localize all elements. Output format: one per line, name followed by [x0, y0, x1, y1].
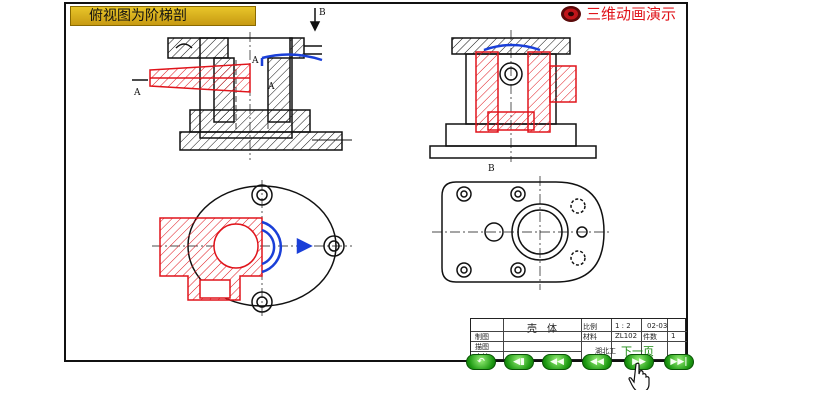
quantity-value: 1 — [671, 332, 676, 340]
school-name: 湖北工 — [595, 347, 616, 355]
section-label-a-left: A — [134, 88, 141, 98]
slide-title: 俯视图为阶梯剖 — [89, 8, 187, 24]
first-page-button[interactable]: ◀▮ — [504, 354, 534, 370]
front-view-section-blue — [260, 53, 323, 66]
material-label: 材料 — [583, 333, 597, 341]
front-view-section-red — [149, 63, 251, 93]
scale-value: 1 : 2 — [615, 322, 631, 330]
animation-demo-label: 三维动画演示 — [586, 5, 677, 23]
row-drafted: 制图 — [475, 333, 489, 341]
previous-button[interactable]: ◀◀ — [582, 354, 612, 370]
drawing-number: 02-03 — [647, 322, 668, 330]
quantity-label: 件数 — [643, 333, 657, 341]
back-button[interactable]: ↶ — [466, 354, 496, 370]
side-view-section-red — [475, 51, 577, 133]
top-view-section-blue — [261, 220, 313, 274]
previous-icon: ◀◀ — [590, 357, 604, 367]
title-block: 壳 体 比例 1 : 2 02-03 材料 ZL102 件数 1 制图 描图 审… — [470, 318, 687, 361]
rewind-button[interactable]: ◀◀ — [542, 354, 572, 370]
material-value: ZL102 — [615, 332, 638, 340]
play-disc-icon — [561, 6, 581, 22]
row-traced: 描图 — [475, 343, 489, 351]
rewind-icon: ◀◀ — [550, 357, 564, 367]
last-page-icon: ▶▶| — [670, 357, 688, 367]
undo-icon: ↶ — [477, 357, 485, 367]
scale-label: 比例 — [583, 323, 597, 331]
section-marks — [132, 8, 321, 81]
b-view — [432, 176, 612, 290]
section-label-b-top: B — [319, 8, 326, 18]
first-page-icon: ◀▮ — [513, 357, 525, 367]
section-label-a-mid-bottom: A — [268, 82, 275, 92]
top-view-section-red — [159, 217, 263, 301]
section-label-b-bottom: B — [488, 164, 495, 174]
front-view — [167, 32, 352, 160]
part-name: 壳 体 — [527, 324, 557, 335]
slide-title-banner: 俯视图为阶梯剖 — [70, 6, 256, 26]
last-page-button[interactable]: ▶▶| — [664, 354, 694, 370]
drawing-frame — [64, 2, 688, 362]
section-label-a-mid-top: A — [252, 56, 259, 66]
next-icon: ▶▶ — [632, 357, 646, 367]
hand-cursor-icon — [628, 362, 650, 390]
side-view-section-blue — [483, 43, 541, 52]
